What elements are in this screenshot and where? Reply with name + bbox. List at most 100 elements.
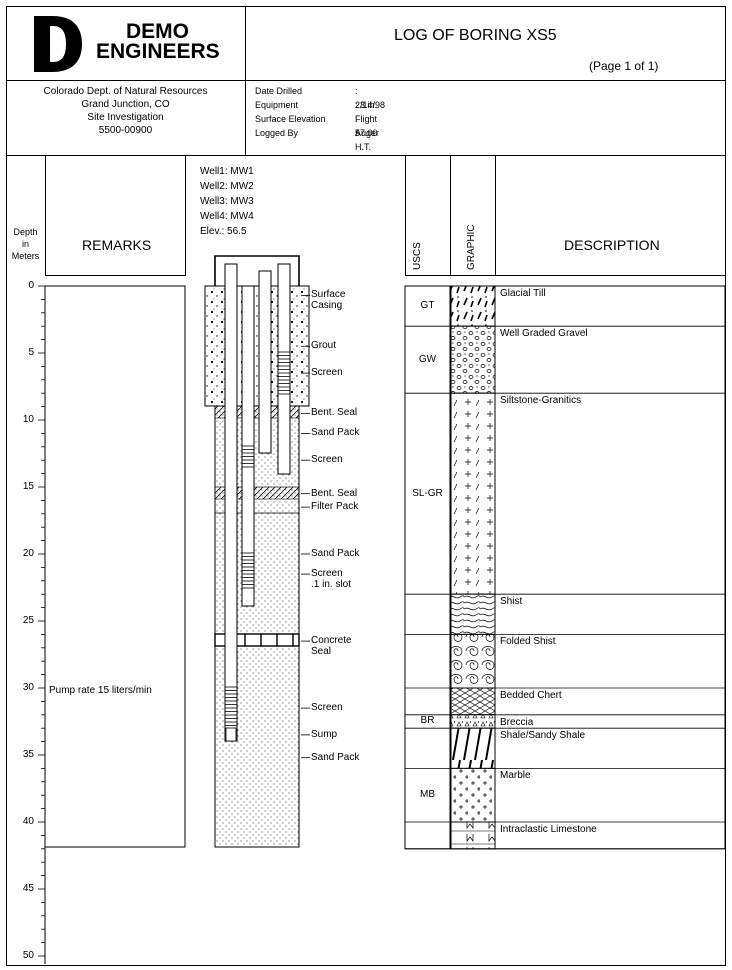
well-label: Bent. Seal	[311, 487, 358, 499]
stratum-graphic	[450, 325, 496, 394]
depth-tick-label: 30	[22, 682, 34, 693]
stratum-description: Breccia	[500, 716, 534, 728]
boring-info: Date Drilled : 2/14/98 Equipment: 3 in. F…	[255, 84, 385, 152]
stratum-graphic	[450, 633, 496, 689]
well-label: Sand Pack	[311, 427, 360, 439]
header-divider	[6, 155, 725, 156]
well-label: Screen	[311, 702, 343, 714]
well-casing-4	[277, 263, 291, 475]
well-label: Screen	[311, 454, 343, 466]
info-label: Equipment	[255, 100, 299, 110]
info-row: Logged By : H.T.	[255, 126, 371, 152]
logo-d-icon	[34, 16, 82, 72]
log-header-box	[450, 156, 451, 276]
info-label: Date Drilled	[255, 86, 303, 96]
stratum-uscs: BR	[420, 714, 435, 726]
header-divider	[245, 6, 246, 156]
log-header-box	[495, 156, 496, 276]
client-line4: 5500-00900	[98, 125, 153, 136]
remarks-header: REMARKS	[82, 237, 152, 253]
well-label: Sand Pack	[311, 548, 360, 559]
stratum-description: Shist	[500, 596, 523, 608]
info-value: : 2/14/98	[355, 86, 386, 110]
well-label: Concrete Seal	[311, 635, 352, 658]
stratum-description: Well Graded Gravel	[500, 328, 588, 340]
client-line3: Site Investigation	[87, 112, 164, 123]
stratum-uscs: GT	[420, 300, 435, 312]
stratum-uscs: MB	[420, 789, 435, 801]
log-header-box	[405, 156, 406, 276]
stratum-description: Glacial Till	[500, 288, 546, 299]
log-header-box	[405, 275, 725, 276]
stratum-description: Marble	[500, 770, 531, 782]
depth-tick-label: 50	[22, 950, 34, 961]
stratum-graphic	[450, 767, 496, 823]
report-title: LOG OF BORING XS5	[394, 27, 557, 44]
well-list: Well1: MW1 Well2: MW2 Well3: MW3 Well4: …	[200, 164, 254, 239]
well-label: Bent. Seal	[311, 407, 358, 419]
depth-tick-label: 10	[22, 414, 34, 425]
well-entry: Well2: MW2	[200, 181, 254, 192]
stratum-graphic	[450, 285, 496, 327]
depth-tick-label: 35	[22, 749, 34, 760]
well-label: Sand Pack	[311, 751, 360, 763]
stratum-graphic	[450, 687, 496, 716]
remarks-box	[44, 285, 186, 848]
well-diagram	[204, 255, 310, 848]
page-number: (Page 1 of 1)	[589, 59, 659, 73]
well-casing-3	[258, 270, 272, 454]
depth-axis	[38, 285, 46, 964]
client-line1: Colorado Dept. of Natural Resources	[43, 86, 208, 97]
well-label: Screen .1 in. slot	[311, 568, 352, 591]
remarks-header-box	[185, 156, 186, 276]
well-label: Screen	[311, 367, 343, 379]
stratum-uscs: SL-GR	[412, 487, 443, 499]
stratum-description: Intraclastic Limestone	[500, 824, 597, 835]
depth-tick-label: 40	[22, 816, 34, 827]
depth-tick-label: 45	[22, 883, 34, 894]
well-entry: Well3: MW3	[200, 196, 254, 207]
info-value: : 57.00	[355, 114, 378, 138]
info-row: Equipment: 3 in. Flight Auger	[255, 98, 379, 138]
stratum-description: Folded Shist	[500, 636, 556, 648]
logo-line2: ENGINEERS	[96, 40, 220, 63]
description-header: DESCRIPTION	[564, 237, 660, 253]
info-row: Date Drilled : 2/14/98	[255, 84, 385, 110]
stratum-uscs: GW	[418, 353, 437, 365]
stratum-graphic	[450, 593, 496, 635]
stratum-description: Bedded Chert	[500, 690, 562, 701]
remark-text: Pump rate 15 liters/min	[49, 684, 152, 696]
well-entry: Well4: MW4	[200, 211, 254, 222]
depth-col-header: Depth in Meters	[11, 227, 40, 261]
logo-line1: DEMO	[126, 20, 189, 43]
depth-tick-label: 25	[22, 615, 34, 626]
well-entry: Well1: MW1	[200, 166, 254, 177]
depth-col-header-line	[45, 156, 46, 276]
well-label-leaders	[301, 294, 310, 759]
well-label: Sump	[311, 728, 338, 740]
stratum-graphic	[450, 392, 496, 595]
stratum-description: Siltstone-Granitics	[500, 395, 582, 407]
well-casing-1	[224, 263, 238, 742]
well-label: Filter Pack	[311, 501, 359, 513]
header-divider	[6, 80, 725, 81]
remarks-header-box	[45, 275, 185, 276]
info-value: : H.T.	[355, 128, 372, 152]
depth-tick-label: 15	[22, 481, 34, 492]
company-logo: DEMO ENGINEERS	[30, 14, 230, 74]
stratum-graphic	[450, 727, 496, 769]
client-line2: Grand Junction, CO	[81, 99, 170, 110]
depth-tick-label: 20	[22, 548, 34, 559]
well-label: Grout	[311, 340, 337, 352]
well-entry: Elev.: 56.5	[200, 226, 247, 237]
lithology-column	[404, 285, 726, 850]
grout-fill	[204, 285, 310, 407]
stratum-description: Shale/Sandy Shale	[500, 730, 586, 742]
stratum-graphic	[450, 821, 496, 850]
stratum-graphic	[450, 714, 496, 729]
info-label: Logged By	[255, 128, 299, 138]
info-label: Surface Elevation	[255, 114, 326, 124]
client-block: Colorado Dept. of Natural Resources Gran…	[6, 85, 245, 137]
depth-tick-label: 5	[28, 347, 34, 358]
